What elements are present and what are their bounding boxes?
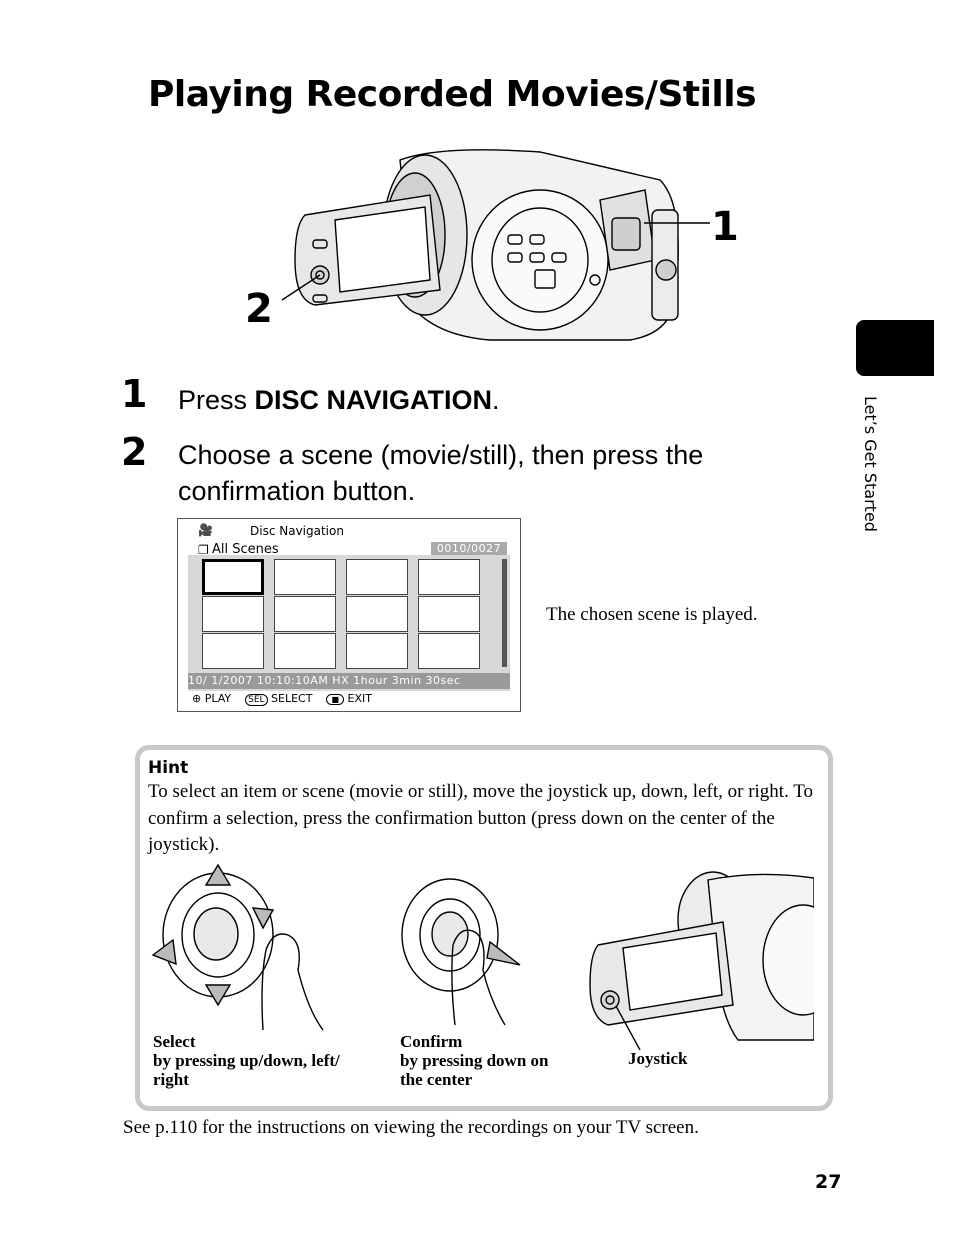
page-title: Playing Recorded Movies/Stills (148, 74, 757, 115)
camcorder-illustration: 1 2 (245, 149, 739, 341)
step-caption: The chosen scene is played. (546, 604, 758, 625)
screen-controls: ⊕ PLAY SEL SELECT ■ EXIT (192, 692, 372, 706)
step-2-text: Choose a scene (movie/still), then press… (178, 440, 704, 506)
thumbnail[interactable] (418, 559, 480, 595)
thumbnail-grid (188, 555, 510, 691)
filter-label: All Scenes (212, 542, 279, 557)
section-tab-marker (856, 320, 934, 376)
camera-mode-icon: 🎥 (198, 523, 213, 537)
camcorder-joystick-illustration (589, 871, 814, 1050)
thumbnail[interactable] (418, 596, 480, 632)
sel-icon: SEL (245, 694, 268, 706)
step-2-number: 2 (121, 430, 148, 474)
thumbnail[interactable] (346, 596, 408, 632)
scrollbar[interactable] (502, 559, 507, 667)
thumbnail[interactable] (418, 633, 480, 669)
callout-1: 1 (711, 204, 739, 250)
scene-info-bar: 10/ 1/2007 10:10:10AM HX 1hour 3min 30se… (188, 673, 510, 689)
joystick-confirm-illustration (401, 878, 521, 1026)
filter-icon: ❐ (198, 543, 209, 557)
select-caption: Select by pressing up/down, left/ right (153, 1032, 340, 1089)
confirm-caption: Confirm by pressing down on the center (400, 1032, 549, 1089)
thumbnail[interactable] (346, 559, 408, 595)
step-1-text: Press DISC NAVIGATION. (178, 385, 500, 415)
joystick-select-illustration (151, 863, 324, 1031)
thumbnail[interactable] (202, 596, 264, 632)
scene-counter: 0010/0027 (431, 542, 507, 556)
stop-icon: ■ (326, 694, 345, 705)
footer-note: See p.110 for the instructions on viewin… (123, 1117, 699, 1138)
thumbnail-selected[interactable] (202, 559, 264, 595)
control-select-label: SELECT (271, 692, 313, 705)
thumbnail[interactable] (274, 559, 336, 595)
control-play-label: PLAY (204, 692, 232, 705)
page-number: 27 (815, 1171, 842, 1193)
screen-header: Disc Navigation (250, 524, 344, 538)
control-exit-label: EXIT (347, 692, 372, 705)
thumbnail[interactable] (202, 633, 264, 669)
hint-box (135, 745, 833, 1111)
hint-text: To select an item or scene (movie or sti… (148, 781, 814, 855)
section-tab-label: Let’s Get Started (861, 396, 880, 532)
thumbnail[interactable] (346, 633, 408, 669)
hint-title: Hint (148, 758, 189, 778)
joystick-caption: Joystick (628, 1049, 688, 1068)
thumbnail[interactable] (274, 633, 336, 669)
thumbnail[interactable] (274, 596, 336, 632)
disc-navigation-screen: 🎥 Disc Navigation ❐ All Scenes 0010/0027… (177, 518, 521, 712)
joystick-icon: ⊕ (192, 692, 202, 705)
step-1-number: 1 (121, 372, 148, 416)
callout-2: 2 (245, 286, 273, 332)
